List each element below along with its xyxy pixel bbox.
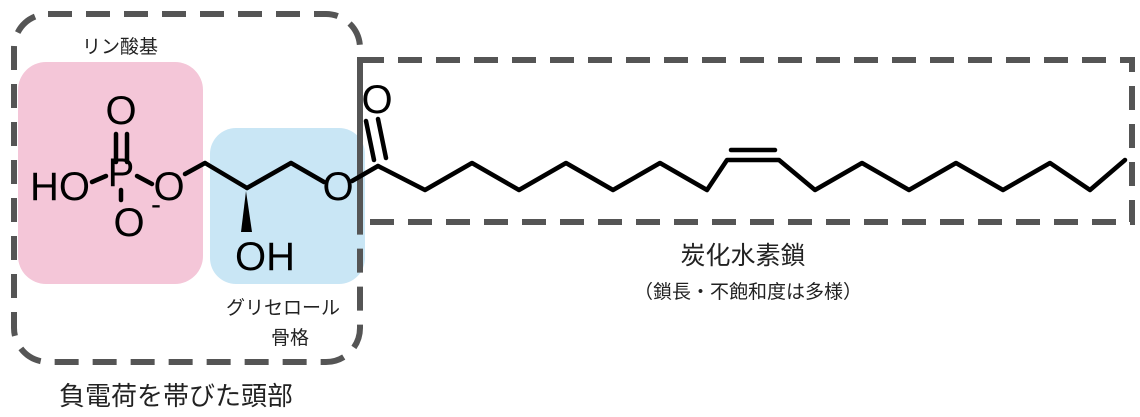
ester-oxygen: O (322, 165, 353, 209)
glycerol-hydroxyl: OH (235, 235, 295, 279)
glycerol-highlight (210, 128, 365, 284)
head-group-frame (11, 11, 363, 365)
hydrocarbon-chain-note: （鎖長・不飽和度は多様） (634, 281, 862, 303)
anion-oxygen: O (113, 201, 144, 245)
phosphorus-atom: P (108, 151, 135, 195)
phosphate-highlight (18, 62, 203, 284)
phosphate-top-oxygen: O (105, 89, 136, 133)
phosphate-label: リン酸基 (82, 36, 158, 58)
hydroxyl-group: HO (30, 165, 90, 209)
stereo-wedge-bond (241, 191, 252, 232)
molecular-bonds (89, 116, 1128, 203)
hydrocarbon-chain-frame (357, 57, 1135, 225)
carbonyl-oxygen: O (361, 78, 392, 122)
hydrocarbon-chain-label: 炭化水素鎖 (680, 241, 805, 270)
head-group-label: 負電荷を帯びた頭部 (59, 382, 293, 412)
glycerol-label-line1: グリセロール (226, 297, 340, 319)
glycerol-label-line2: 骨格 (271, 327, 309, 349)
anion-charge: - (151, 188, 161, 221)
bridge-oxygen: O (153, 165, 184, 209)
